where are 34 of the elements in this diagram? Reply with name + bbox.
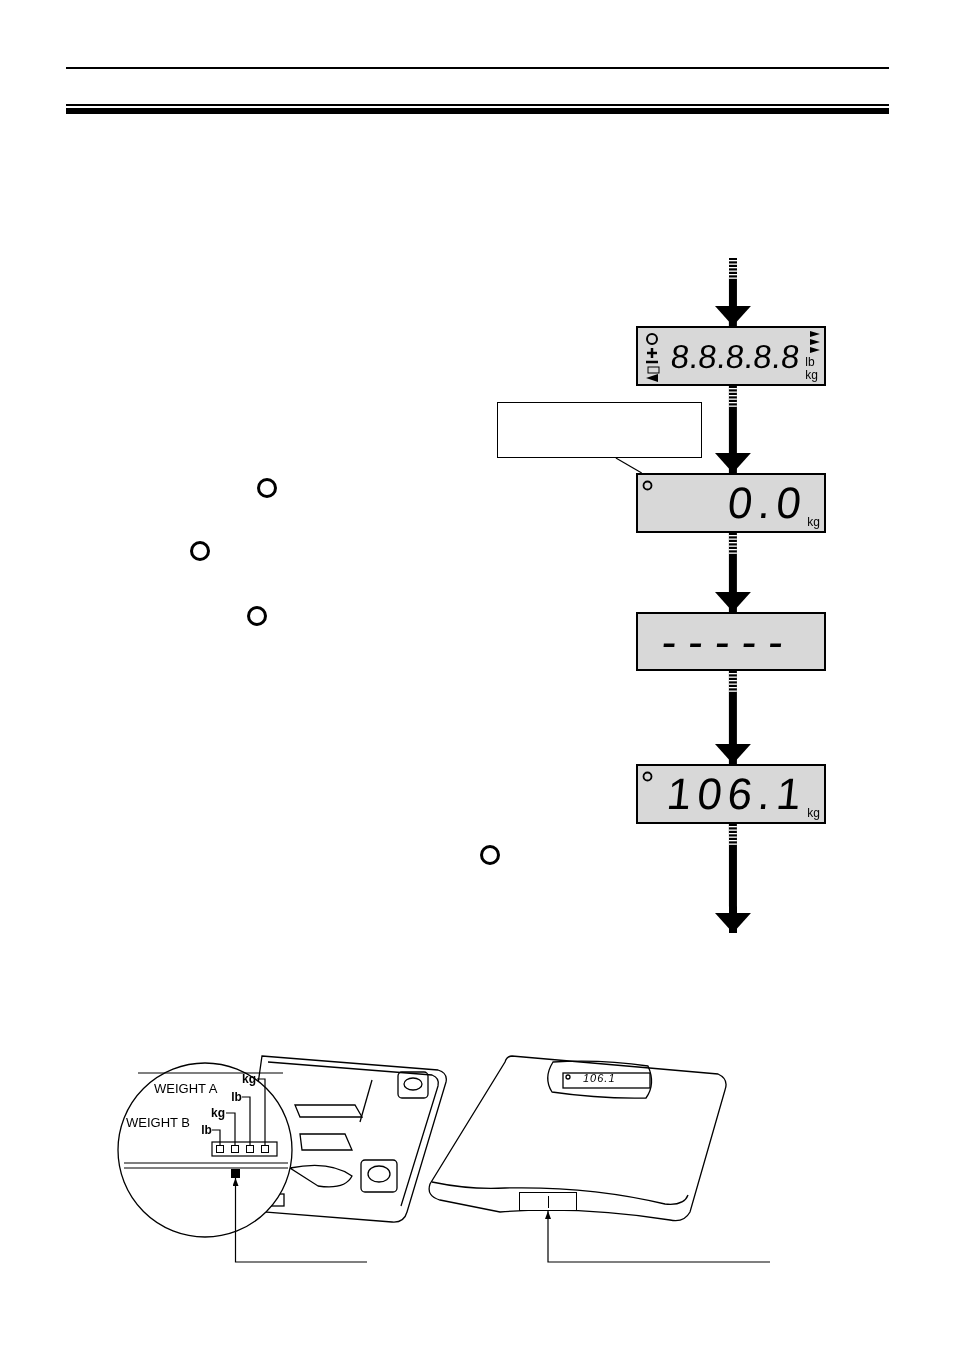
unit-label: lb	[201, 1123, 212, 1137]
leader-line	[211, 1129, 221, 1146]
unit-label: lb	[805, 356, 815, 369]
lcd-digits: -----	[660, 619, 798, 664]
unit-label: kg	[241, 1072, 257, 1086]
leader-arrow	[545, 1210, 771, 1263]
leader-line	[225, 1112, 236, 1146]
unit-label: kg	[807, 516, 820, 529]
text-label: WEIGHT B	[126, 1116, 191, 1129]
lcd-display	[636, 473, 826, 533]
switch-position	[231, 1145, 239, 1153]
unit-label: kg	[807, 807, 820, 820]
callout-box	[497, 402, 702, 458]
flow-arrow	[714, 386, 751, 473]
leader-arrow	[232, 1177, 368, 1263]
leader-line	[615, 457, 643, 474]
unit-label: kg	[210, 1106, 226, 1120]
switch-position	[261, 1145, 269, 1153]
lcd-digits: 8.8.8.8.8	[669, 339, 802, 373]
unit-label: kg	[805, 369, 818, 382]
text-label: 106.1	[583, 1073, 616, 1084]
text-label: WEIGHT A	[154, 1082, 218, 1095]
switch-slot	[519, 1192, 577, 1211]
lcd-display	[636, 326, 826, 386]
unit-label: lb	[231, 1090, 242, 1104]
unit-switch	[231, 1169, 240, 1178]
lcd-display	[636, 612, 826, 671]
flow-arrow	[714, 533, 751, 612]
switch-position	[246, 1145, 254, 1153]
switch-position	[216, 1145, 224, 1153]
leader-line	[241, 1096, 251, 1146]
flow-arrow	[714, 671, 751, 764]
leader-line	[256, 1078, 266, 1146]
lcd-display	[636, 764, 826, 824]
